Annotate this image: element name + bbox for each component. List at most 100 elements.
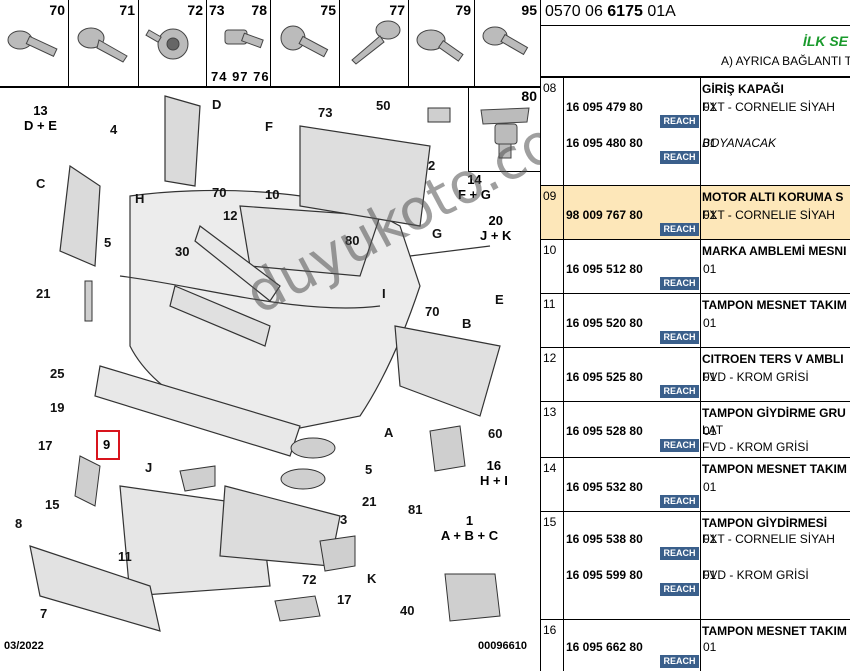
catalog-reference: 0570 06 6175 01A	[541, 0, 850, 26]
parts-table: 0570 06 6175 01A İLK SE A) AYRICA BAĞLAN…	[541, 0, 850, 671]
quantity: 01	[703, 100, 717, 114]
part-label-E[interactable]: E	[495, 292, 504, 307]
part-label-H[interactable]: H	[135, 191, 145, 206]
description-cell: TAMPON GİYDİRMESİ FXT - CORNELIE SİYAH F…	[700, 512, 850, 619]
part-label-7[interactable]: 7	[40, 606, 48, 621]
hardware-cell-73-78[interactable]: 73 78 74 97 76	[207, 0, 271, 86]
description-cell: TAMPON MESNET TAKIM	[700, 294, 850, 347]
bolt-icon	[280, 25, 329, 58]
table-row[interactable]: 13 16 095 528 80 REACH 01 TAMPON GİYDİRM…	[541, 402, 850, 458]
part-label-70[interactable]: 70	[212, 185, 227, 200]
part-label-80[interactable]: 80	[345, 233, 360, 248]
group-members: J + K	[480, 228, 512, 243]
table-row[interactable]: 15 16 095 538 80 REACH 16 095 599 80 REA…	[541, 512, 850, 620]
reference-bold: 6175	[607, 3, 643, 20]
part-number[interactable]: 16 095 479 80	[566, 100, 643, 114]
part-number[interactable]: 98 009 767 80	[566, 208, 643, 222]
part-label-60[interactable]: 60	[488, 426, 503, 441]
description-cell: MOTOR ALTI KORUMA S FXT - CORNELIE SİYAH	[700, 186, 850, 239]
part-label-K[interactable]: K	[367, 571, 377, 586]
part-number[interactable]: 16 095 525 80	[566, 370, 643, 384]
hardware-cell-71[interactable]: 71	[69, 0, 139, 86]
part-label-3[interactable]: 3	[340, 512, 348, 527]
table-row[interactable]: 16 16 095 662 80 REACH 01 TAMPON MESNET …	[541, 620, 850, 671]
part-number[interactable]: 16 095 480 80	[566, 136, 643, 150]
part-title: TAMPON MESNET TAKIM	[702, 298, 847, 312]
part-label-D[interactable]: D	[212, 97, 222, 112]
part-label-72[interactable]: 72	[302, 572, 317, 587]
part-label-J[interactable]: J	[145, 460, 153, 475]
part-label-21b[interactable]: 21	[362, 494, 377, 509]
part-label-2[interactable]: 2	[428, 158, 436, 173]
part-number-cell: 16 095 520 80 REACH 01	[564, 294, 716, 347]
header-subtitle: A) AYRICA BAĞLANTI T	[721, 54, 850, 68]
quantity: 01	[703, 316, 717, 330]
part-number[interactable]: 16 095 512 80	[566, 262, 643, 276]
part-label-30[interactable]: 30	[175, 244, 190, 259]
part-label-17[interactable]: 17	[38, 438, 53, 453]
part-number[interactable]: 16 095 532 80	[566, 480, 643, 494]
table-row[interactable]: 08 16 095 479 80 REACH 16 095 480 80 REA…	[541, 78, 850, 186]
part-label-I[interactable]: I	[382, 286, 386, 301]
part-label-19[interactable]: 19	[50, 400, 65, 415]
part-label-F[interactable]: F	[265, 119, 273, 134]
hardware-strip: 70 71 72 73 78 74 97 76 75 77 79 95	[0, 0, 540, 88]
quantity: 01	[703, 424, 717, 438]
row-number: 14	[541, 458, 564, 511]
part-label-5[interactable]: 5	[104, 235, 112, 250]
part-label-17b[interactable]: 17	[337, 592, 352, 607]
row-number: 15	[541, 512, 564, 619]
part-description: FXT - CORNELIE SİYAH	[702, 208, 835, 222]
part-label-40[interactable]: 40	[400, 603, 415, 618]
part-label-12[interactable]: 12	[223, 208, 238, 223]
table-row-selected[interactable]: 09 98 009 767 80 REACH 01 MOTOR ALTI KOR…	[541, 186, 850, 240]
part-label-70b[interactable]: 70	[425, 304, 440, 319]
hardware-number: 95	[521, 2, 537, 18]
highlighted-part-9[interactable]: 9	[96, 430, 120, 460]
part-description: LAT	[702, 423, 724, 437]
description-cell: MARKA AMBLEMİ MESNI	[700, 240, 850, 293]
part-label-C[interactable]: C	[36, 176, 46, 191]
hardware-number: 78	[251, 2, 267, 18]
part-label-9: 9	[103, 437, 111, 452]
part-label-5b[interactable]: 5	[365, 462, 373, 477]
hardware-number: 72	[187, 2, 203, 18]
hardware-cell-95[interactable]: 95	[475, 0, 540, 86]
part-label-A[interactable]: A	[384, 425, 394, 440]
part-label-G[interactable]: G	[432, 226, 443, 241]
part-number[interactable]: 16 095 528 80	[566, 424, 643, 438]
part-label-25[interactable]: 25	[50, 366, 65, 381]
part-number[interactable]: 16 095 538 80	[566, 532, 643, 546]
hardware-cell-75[interactable]: 75	[271, 0, 340, 86]
table-row[interactable]: 10 16 095 512 80 REACH 01 MARKA AMBLEMİ …	[541, 240, 850, 294]
part-label-4[interactable]: 4	[110, 122, 118, 137]
table-row[interactable]: 11 16 095 520 80 REACH 01 TAMPON MESNET …	[541, 294, 850, 348]
part-number[interactable]: 16 095 599 80	[566, 568, 643, 582]
part-label-21[interactable]: 21	[36, 286, 51, 301]
part-label-B[interactable]: B	[462, 316, 472, 331]
hardware-cell-77[interactable]: 77	[340, 0, 409, 86]
hardware-cell-79[interactable]: 79	[409, 0, 475, 86]
bolt-icon	[416, 29, 464, 62]
part-label-11[interactable]: 11	[118, 549, 132, 564]
part-label-81[interactable]: 81	[408, 502, 423, 517]
part-label-8[interactable]: 8	[15, 516, 23, 531]
reach-badge: REACH	[660, 495, 699, 508]
hardware-cell-70[interactable]: 70	[0, 0, 69, 86]
hardware-cell-80[interactable]: 80	[468, 86, 540, 172]
part-label-50[interactable]: 50	[376, 98, 391, 113]
part-title: GİRİŞ KAPAĞI	[702, 82, 784, 96]
part-label-10[interactable]: 10	[265, 187, 280, 202]
part-label-73[interactable]: 73	[318, 105, 333, 120]
part-description: FVD - KROM GRİSİ	[702, 440, 809, 454]
reach-badge: REACH	[660, 223, 699, 236]
part-number[interactable]: 16 095 662 80	[566, 640, 643, 654]
stud-icon	[224, 29, 264, 49]
table-row[interactable]: 14 16 095 532 80 REACH 01 TAMPON MESNET …	[541, 458, 850, 512]
part-number[interactable]: 16 095 520 80	[566, 316, 643, 330]
table-row[interactable]: 12 16 095 525 80 REACH 01 CITROEN TERS V…	[541, 348, 850, 402]
part-label-15[interactable]: 15	[45, 497, 60, 512]
part-description: FVD - KROM GRİSİ	[702, 568, 809, 582]
hardware-cell-72[interactable]: 72	[139, 0, 207, 86]
